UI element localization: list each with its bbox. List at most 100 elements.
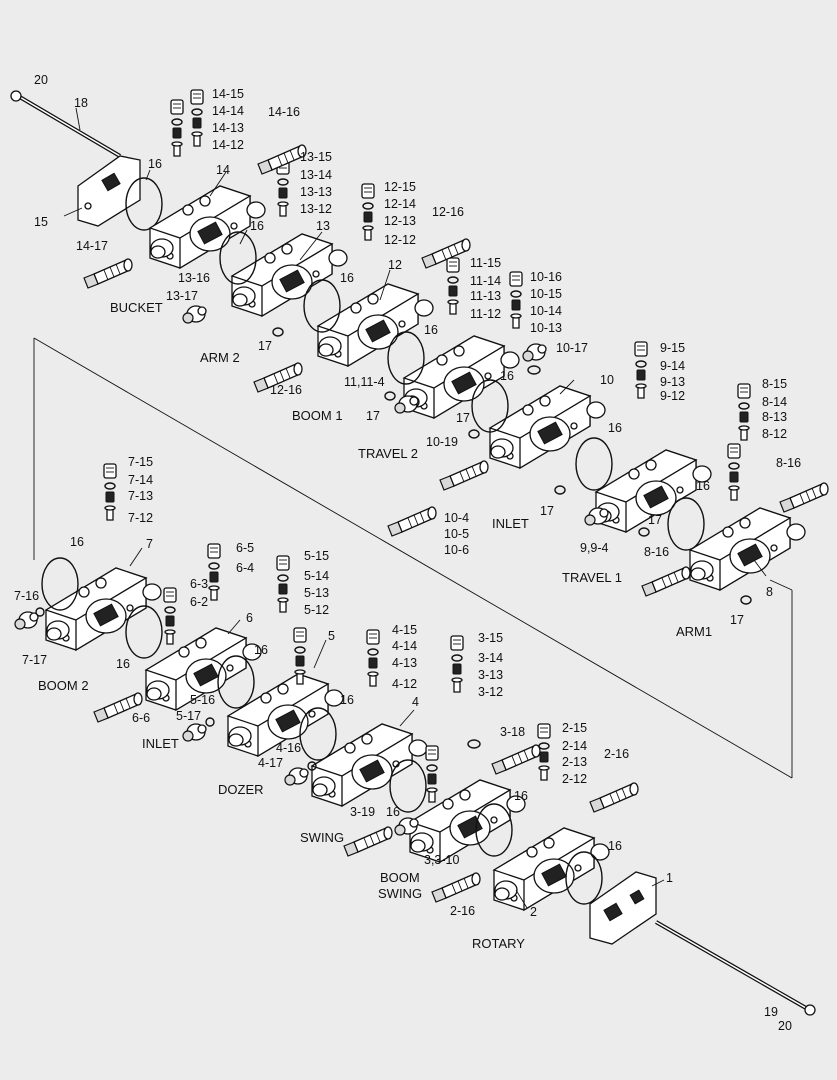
callout-17: 17 (540, 504, 554, 518)
tie-rod-top (10, 90, 122, 158)
callout-17: 17 (456, 411, 470, 425)
cap-4-17 (284, 767, 309, 786)
plug-stack-10 (509, 271, 523, 329)
callout-10-14: 10-14 (530, 304, 562, 318)
callout-7-14: 7-14 (128, 473, 153, 487)
plug-stack-14 (190, 89, 204, 147)
callout-16: 16 (254, 643, 268, 657)
callout-15: 15 (34, 215, 48, 229)
callout-14-15: 14-15 (212, 87, 244, 101)
end-plate-top (77, 155, 141, 227)
callout-13-17: 13-17 (166, 289, 198, 303)
cartridge-3-18 (491, 744, 541, 775)
callout-16: 16 (340, 271, 354, 285)
callout-8-15: 8-15 (762, 377, 787, 391)
callout-3-13: 3-13 (478, 668, 503, 682)
callout-5-14: 5-14 (304, 569, 329, 583)
callout-2-12: 2-12 (562, 772, 587, 786)
cartridge-2-16 (431, 872, 481, 903)
callout-4-16: 4-16 (276, 741, 301, 755)
callout-5-12: 5-12 (304, 603, 329, 617)
section-label-boom1: BOOM 1 (292, 408, 343, 423)
callout-12-15: 12-15 (384, 180, 416, 194)
callout-2-14: 2-14 (562, 739, 587, 753)
cap-7-17 (14, 611, 39, 630)
valve-section-12-boom1 (317, 283, 434, 367)
callout-6-2: 6-2 (190, 595, 208, 609)
callout-16: 16 (424, 323, 438, 337)
plug-stack-6b (163, 587, 177, 645)
valve-section-3-swing (409, 779, 526, 863)
callout-5-17: 5-17 (176, 709, 201, 723)
callout-3_3-10: 3,3-10 (424, 853, 459, 867)
callout-8-16: 8-16 (644, 545, 669, 559)
callout-7-16: 7-16 (14, 589, 39, 603)
callout-8: 8 (766, 585, 773, 599)
end-plate-bottom (589, 871, 657, 945)
callout-12-13: 12-13 (384, 214, 416, 228)
callout-4-13: 4-13 (392, 656, 417, 670)
callout-16: 16 (250, 219, 264, 233)
section-label-travel2: TRAVEL 2 (358, 446, 418, 461)
cartridge-10-4 (387, 506, 437, 537)
callout-20: 20 (778, 1019, 792, 1033)
callout-14-16: 14-16 (268, 105, 300, 119)
callout-8-14: 8-14 (762, 395, 787, 409)
callout-2-15: 2-15 (562, 721, 587, 735)
callout-16: 16 (608, 421, 622, 435)
callout-7-17: 7-17 (22, 653, 47, 667)
valve-section-4-dozer (311, 723, 428, 807)
valve-section-8-arm1 (689, 507, 806, 591)
callout-9-15: 9-15 (660, 341, 685, 355)
callout-7: 7 (146, 537, 153, 551)
callout-13-13: 13-13 (300, 185, 332, 199)
plug-stack-4 (366, 629, 380, 687)
cartridge-8-16 (641, 566, 691, 597)
callout-5-15: 5-15 (304, 549, 329, 563)
callout-2-13: 2-13 (562, 755, 587, 769)
plug-stack-13 (276, 159, 290, 217)
callout-3-15: 3-15 (478, 631, 503, 645)
cartridge-12-16-top (421, 238, 471, 269)
callout-16: 16 (70, 535, 84, 549)
plug-stack-8 (737, 383, 751, 441)
plug-stack-6 (207, 543, 221, 601)
callout-12-16: 12-16 (432, 205, 464, 219)
section-label-inlet-lower: INLET (142, 736, 179, 751)
callout-4-15: 4-15 (392, 623, 417, 637)
callout-16: 16 (340, 693, 354, 707)
callout-2: 2 (530, 905, 537, 919)
cap-5-17 (182, 723, 207, 742)
callout-5-13: 5-13 (304, 586, 329, 600)
callout-16: 16 (608, 839, 622, 853)
cap-13-17 (182, 305, 207, 324)
callout-7-12: 7-12 (128, 511, 153, 525)
callout-11-12: 11-12 (470, 307, 501, 321)
callout-10-13: 10-13 (530, 321, 562, 335)
callout-16: 16 (386, 805, 400, 819)
callout-6-6: 6-6 (132, 711, 150, 725)
callout-11-15: 11-15 (470, 256, 501, 270)
callout-10-19: 10-19 (426, 435, 458, 449)
callout-6-3: 6-3 (190, 577, 208, 591)
valve-section-14-bucket (149, 185, 266, 269)
callout-3-12: 3-12 (478, 685, 503, 699)
section-label-bucket: BUCKET (110, 300, 163, 315)
callout-4-12: 4-12 (392, 677, 417, 691)
callout-17: 17 (730, 613, 744, 627)
callout-8-12: 8-12 (762, 427, 787, 441)
callout-4-17: 4-17 (258, 756, 283, 770)
callout-3-18: 3-18 (500, 725, 525, 739)
callout-4-14: 4-14 (392, 639, 417, 653)
callout-8-16: 8-16 (776, 456, 801, 470)
plug-stack-9 (634, 341, 648, 399)
callout-12: 12 (388, 258, 402, 272)
callout-4: 4 (412, 695, 419, 709)
leader-lines (63, 107, 767, 909)
callout-19: 19 (764, 1005, 778, 1019)
callout-1: 1 (666, 871, 673, 885)
callout-5-16: 5-16 (190, 693, 215, 707)
callout-17: 17 (648, 513, 662, 527)
callout-10-4: 10-4 (444, 511, 469, 525)
